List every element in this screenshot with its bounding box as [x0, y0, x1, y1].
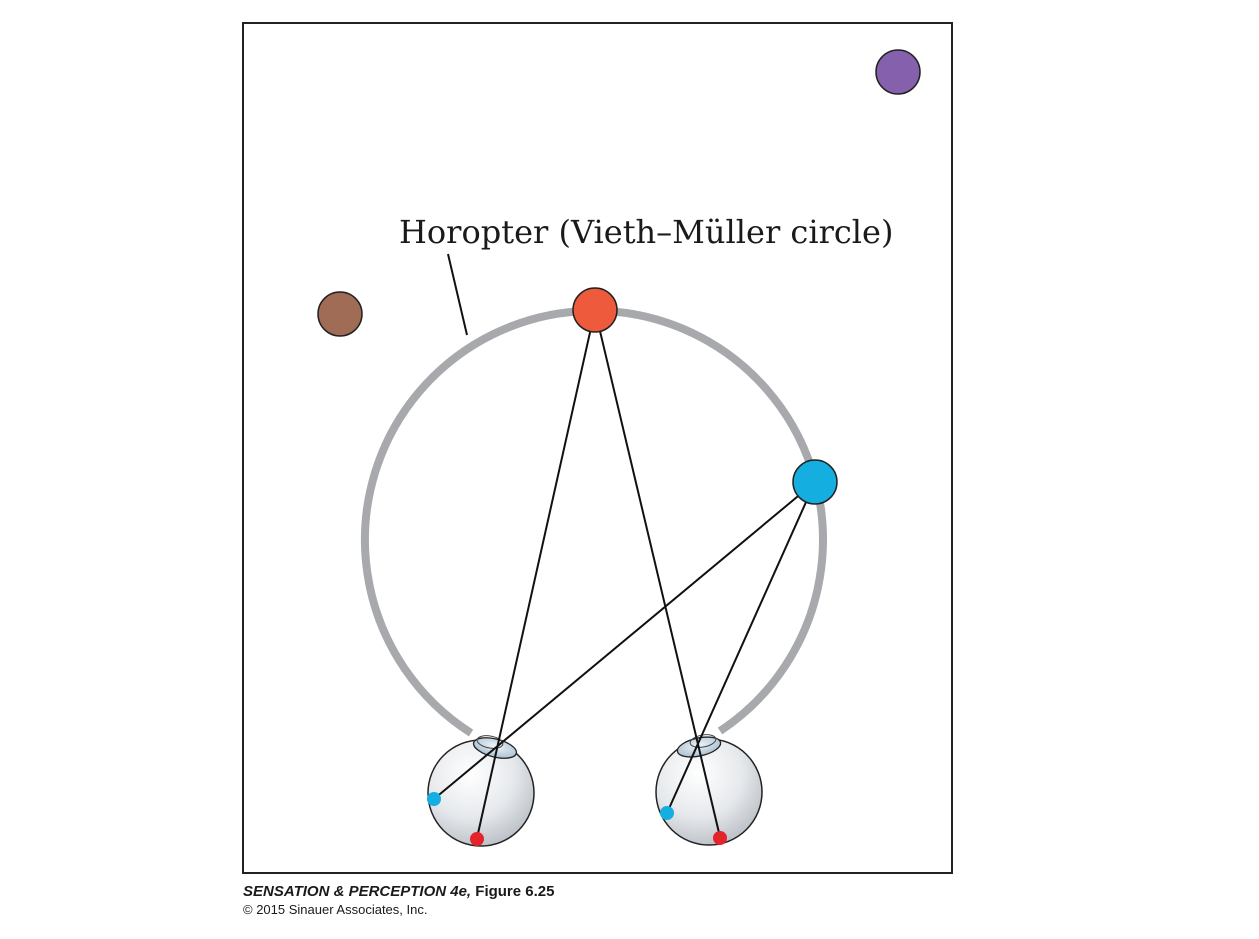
horopter-label: Horopter (Vieth–Müller circle): [399, 213, 893, 251]
figure-frame: [242, 22, 953, 874]
sight-line-blue-right: [666, 481, 816, 814]
caption-figure-number: Figure 6.25: [475, 883, 555, 900]
right-retina-blue-point: [660, 806, 674, 820]
left-retina-red-point: [470, 832, 484, 846]
sight-line-blue-left: [433, 481, 816, 800]
left-eyeball-icon: [427, 739, 535, 847]
right-retina-red-point: [713, 831, 727, 845]
blue-target: [792, 459, 838, 505]
caption-title: SENSATION & PERCEPTION 4e, Figure 6.25: [243, 882, 554, 901]
label-leader-line: [447, 253, 468, 336]
sight-line-red-right: [594, 309, 721, 838]
left-cornea: [476, 735, 504, 749]
red-fixation-target: [572, 287, 618, 333]
brown-dot: [317, 291, 363, 337]
sight-lines: [433, 309, 816, 839]
caption-copyright: © 2015 Sinauer Associates, Inc.: [243, 902, 428, 917]
figure-caption: SENSATION & PERCEPTION 4e, Figure 6.25 ©…: [243, 882, 554, 919]
caption-book-title: SENSATION & PERCEPTION 4e,: [243, 883, 472, 900]
left-retina-blue-point: [427, 792, 441, 806]
sight-line-red-left: [476, 309, 596, 839]
purple-dot: [875, 49, 921, 95]
